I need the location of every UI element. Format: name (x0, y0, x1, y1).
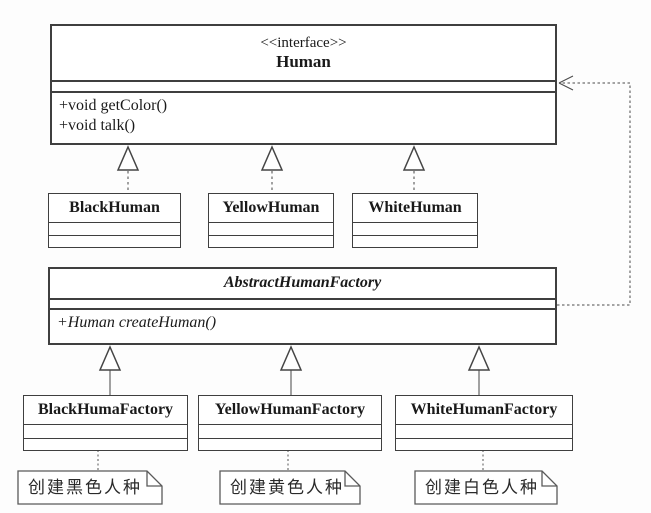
methods-compartment (396, 438, 572, 450)
generalization-arrow-whitefactory (467, 345, 491, 395)
methods-compartment: +Human createHuman() (50, 308, 555, 343)
method-item: +void talk() (59, 117, 136, 134)
attributes-compartment (199, 424, 381, 438)
method-item: +Human createHuman() (57, 314, 217, 331)
class-title: <<interface>> Human (52, 26, 555, 80)
method-item: +void getColor() (59, 97, 168, 114)
class-name: BlackHumaFactory (37, 400, 174, 418)
attributes-compartment (396, 424, 572, 438)
attributes-compartment (209, 222, 333, 235)
class-name: AbstractHumanFactory (223, 274, 382, 292)
class-box-whitehumanfactory: WhiteHumanFactory (395, 395, 573, 451)
methods-compartment (24, 438, 187, 450)
realization-arrow-blackhuman (116, 145, 140, 193)
class-name: YellowHuman (222, 198, 320, 216)
realization-arrow-whitehuman (402, 145, 426, 193)
class-box-blackhuman: BlackHuman (48, 193, 181, 248)
methods-compartment (353, 235, 477, 247)
class-name: YellowHumanFactory (214, 400, 366, 418)
note-text-yellow: 创建黄色人种 (230, 478, 344, 497)
note-text-white: 创建白色人种 (425, 478, 539, 497)
stereotype-label: <<interface>> (260, 34, 347, 51)
attributes-compartment (24, 424, 187, 438)
methods-compartment (49, 235, 180, 247)
class-box-human-interface: <<interface>> Human +void getColor() +vo… (50, 24, 557, 145)
realization-arrow-yellowhuman (260, 145, 284, 193)
class-box-yellowhuman: YellowHuman (208, 193, 334, 248)
class-name: WhiteHumanFactory (410, 400, 558, 418)
class-name: WhiteHuman (368, 198, 462, 216)
class-box-abstracthumanfactory: AbstractHumanFactory +Human createHuman(… (48, 267, 557, 345)
class-name: Human (276, 51, 331, 71)
generalization-arrow-yellowfactory (279, 345, 303, 395)
methods-compartment (209, 235, 333, 247)
methods-compartment (199, 438, 381, 450)
generalization-arrow-blackfactory (98, 345, 122, 395)
methods-compartment: +void getColor() +void talk() (52, 91, 555, 143)
dependency-arrow (557, 75, 631, 306)
attributes-compartment (353, 222, 477, 235)
class-name: BlackHuman (69, 198, 160, 216)
attributes-compartment (50, 298, 555, 308)
class-box-whitehuman: WhiteHuman (352, 193, 478, 248)
class-box-yellowhumanfactory: YellowHumanFactory (198, 395, 382, 451)
attributes-compartment (49, 222, 180, 235)
attributes-compartment (52, 80, 555, 91)
class-box-blackhumafactory: BlackHumaFactory (23, 395, 188, 451)
note-text-black: 创建黑色人种 (28, 478, 142, 497)
